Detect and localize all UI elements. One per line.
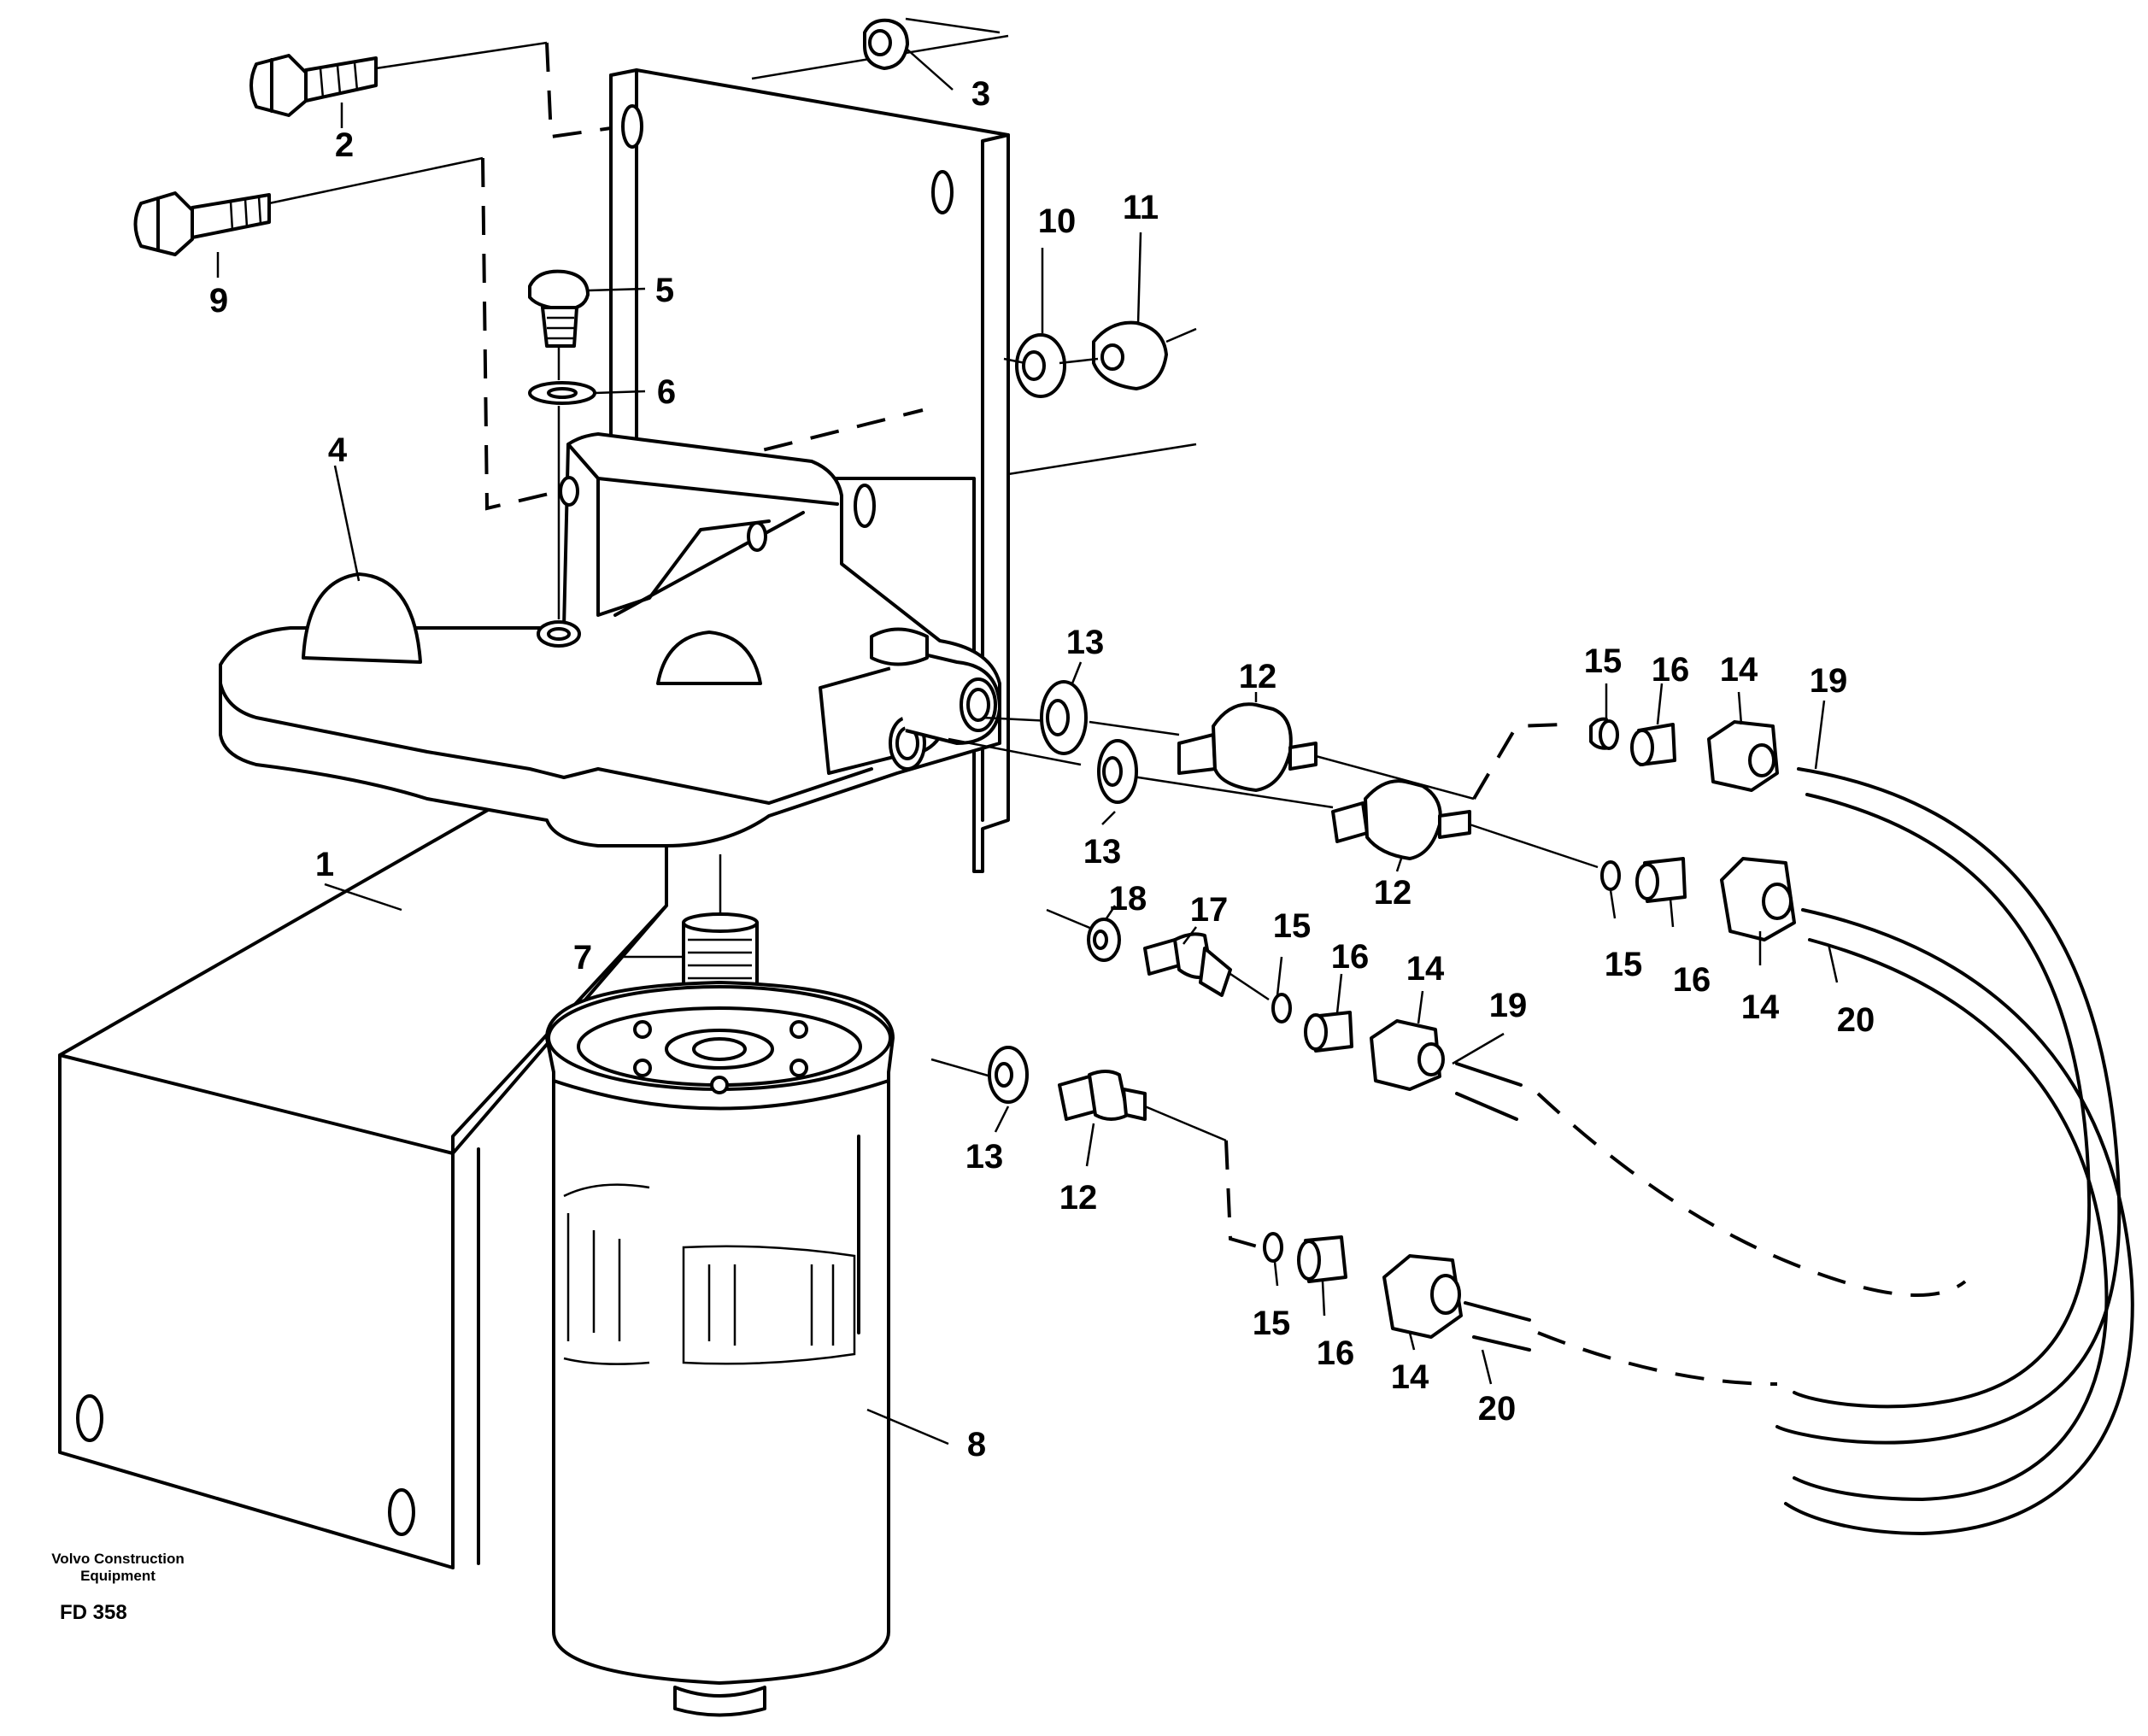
screw-5 [528, 269, 590, 348]
adapter-12c [1058, 1070, 1147, 1121]
nut-11 [1092, 320, 1168, 390]
callout-16-a: 16 [1652, 651, 1690, 689]
callout-14-b: 14 [1741, 988, 1780, 1026]
washer-18 [1087, 918, 1121, 962]
callout-4: 4 [328, 431, 348, 469]
sleeve-16d [1297, 1235, 1347, 1283]
callout-12-middle: 12 [1374, 874, 1412, 912]
callout-5: 5 [655, 272, 674, 309]
bolt-2 [249, 54, 378, 117]
hoses [1455, 767, 2134, 1535]
washer-6 [528, 381, 596, 405]
callout-15-c: 15 [1273, 907, 1312, 945]
callout-19-b: 19 [1489, 987, 1528, 1024]
sleeve-16b [1635, 857, 1687, 903]
callout-14-c: 14 [1406, 950, 1445, 988]
oil-filter [545, 981, 895, 1717]
credit-line-1: Volvo Construction [51, 1551, 185, 1567]
callout-11: 11 [1123, 189, 1159, 226]
drawing-reference: FD 358 [60, 1601, 127, 1624]
sleeve-15d [1263, 1232, 1283, 1263]
callout-12-lower: 12 [1059, 1179, 1098, 1217]
leader-lines-top [268, 17, 1197, 619]
nut-14a [1707, 720, 1779, 792]
fittings-row-c [1046, 908, 1445, 1091]
callout-16-d: 16 [1317, 1334, 1355, 1372]
fittings-row-a [982, 680, 1779, 801]
callout-8: 8 [967, 1426, 986, 1463]
fittings-row-d [930, 1046, 1463, 1339]
filter-head [219, 432, 1001, 847]
sleeve-16a [1630, 723, 1676, 766]
nut-3 [863, 18, 909, 70]
callout-6: 6 [657, 373, 676, 411]
callout-20-a: 20 [1837, 1001, 1875, 1039]
callout-13-lower: 13 [965, 1138, 1004, 1176]
callout-9: 9 [209, 282, 228, 320]
callout-15-b: 15 [1605, 946, 1643, 983]
callout-1: 1 [315, 846, 334, 883]
callout-16-b: 16 [1673, 961, 1711, 999]
sleeve-16c [1304, 1011, 1353, 1053]
bolt-9 [133, 191, 271, 256]
callout-15-a: 15 [1584, 642, 1623, 680]
callout-3: 3 [971, 75, 990, 113]
adapter-17 [1143, 932, 1232, 997]
callout-14-d: 14 [1391, 1358, 1429, 1396]
washer-13c [988, 1046, 1029, 1104]
credit-line-2: Equipment [80, 1568, 156, 1584]
callout-16-c: 16 [1331, 938, 1370, 976]
callout-12-upper: 12 [1239, 658, 1277, 695]
callout-20-b: 20 [1478, 1390, 1517, 1428]
sleeve-15a [1589, 717, 1619, 750]
callout-13-middle: 13 [1083, 833, 1122, 871]
adapter-12b [1331, 779, 1471, 860]
sleeve-15c [1271, 993, 1292, 1023]
callout-leaders [216, 49, 1839, 1446]
nut-14b [1720, 857, 1796, 941]
callout-2: 2 [335, 126, 354, 164]
callout-13-upper: 13 [1066, 624, 1105, 661]
sleeve-15b [1600, 860, 1621, 891]
callout-15-d: 15 [1253, 1305, 1291, 1342]
callout-7: 7 [573, 939, 592, 976]
nut-14d [1382, 1254, 1463, 1339]
callout-18: 18 [1109, 880, 1147, 918]
callout-19-a: 19 [1810, 662, 1848, 700]
callout-10: 10 [1038, 202, 1077, 240]
nut-14c [1370, 1019, 1445, 1091]
callout-17: 17 [1190, 891, 1229, 929]
fittings-row-b [948, 737, 1796, 941]
callout-labels: 1 2 3 4 5 6 7 8 9 10 11 12 12 12 13 13 1… [209, 75, 1875, 1463]
adapter-12a [1177, 702, 1318, 792]
drawing-credit: Volvo Construction Equipment FD 358 [51, 1551, 185, 1624]
callout-14-a: 14 [1720, 651, 1758, 689]
washer-10 [1015, 333, 1066, 398]
